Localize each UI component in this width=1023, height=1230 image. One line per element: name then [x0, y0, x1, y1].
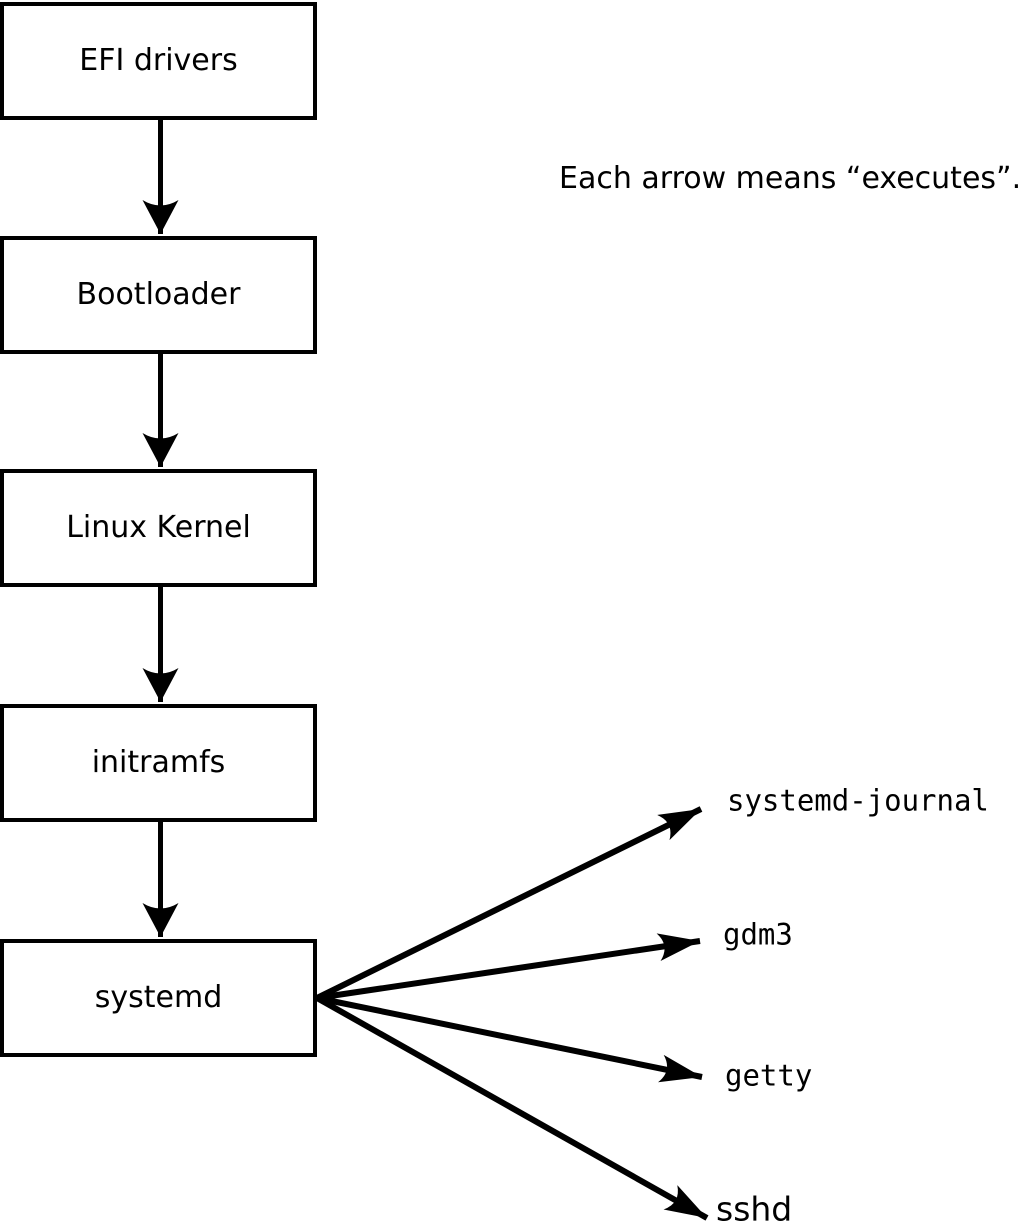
arrow-systemd-to-getty: [316, 995, 703, 1083]
arrow-systemd-to-journal: [315, 806, 703, 1001]
node-bootloader-label: Bootloader: [76, 277, 241, 312]
node-initramfs: initramfs: [0, 704, 317, 822]
legend-note: Each arrow means “executes”.: [559, 161, 1022, 196]
service-label-gdm3: gdm3: [723, 917, 793, 952]
arrow-systemd-to-gdm3: [316, 933, 701, 1001]
node-bootloader: Bootloader: [0, 236, 317, 354]
service-label-getty: getty: [725, 1058, 813, 1093]
service-label-sshd: sshd: [716, 1189, 793, 1229]
node-efi-drivers: EFI drivers: [0, 2, 317, 120]
arrow-systemd-to-sshd: [315, 995, 709, 1221]
node-linux-kernel: Linux Kernel: [0, 469, 317, 587]
node-efi-drivers-label: EFI drivers: [79, 43, 238, 78]
node-initramfs-label: initramfs: [91, 745, 226, 780]
node-systemd-label: systemd: [94, 980, 223, 1015]
service-label-systemd-journal: systemd-journal: [727, 783, 989, 818]
node-systemd: systemd: [0, 939, 317, 1057]
node-linux-kernel-label: Linux Kernel: [66, 510, 251, 545]
